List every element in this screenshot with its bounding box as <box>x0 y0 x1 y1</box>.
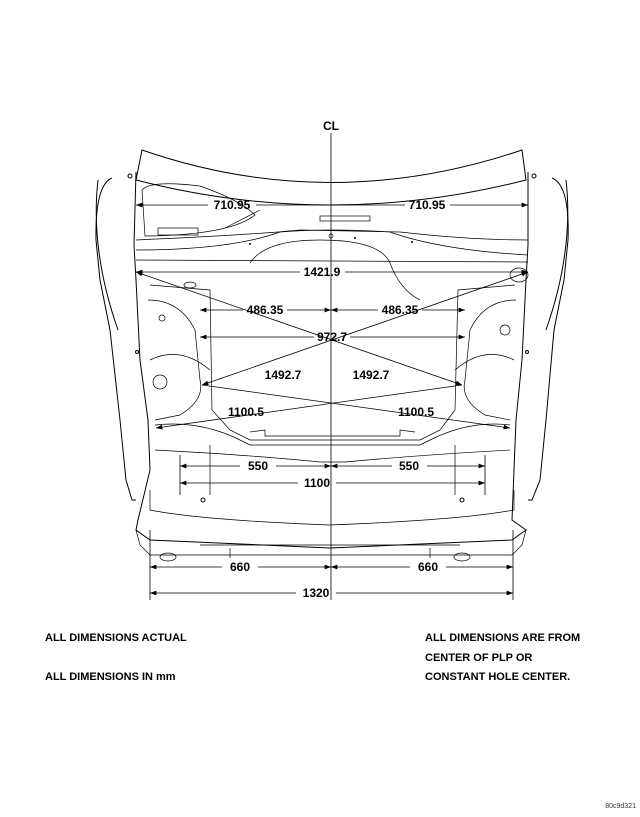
dim-rail-width: 972.7 <box>317 330 347 344</box>
dim-front-right: 660 <box>418 560 438 574</box>
dim-front-left: 660 <box>230 560 250 574</box>
dim-rail-left: 486.35 <box>247 303 284 317</box>
dim-lower-width: 1100 <box>304 476 330 490</box>
dim-diag-lower-left: 1100.5 <box>228 405 264 419</box>
vehicle-body-outline <box>95 149 569 562</box>
dim-lower-left: 550 <box>248 459 268 473</box>
dim-rail-right: 486.35 <box>382 303 419 317</box>
note-from-line-2: CENTER OF PLP OR <box>425 652 533 664</box>
note-dimensions-mm: ALL DIMENSIONS IN mm <box>45 671 176 683</box>
dim-diag-right: 1492.7 <box>353 368 390 382</box>
centerline-label: CL <box>323 119 339 133</box>
dim-lower-right: 550 <box>399 459 419 473</box>
dim-front-width: 1320 <box>303 586 330 600</box>
note-from-line-3: CONSTANT HOLE CENTER. <box>425 671 571 683</box>
dim-cowl-right: 710.95 <box>409 198 446 212</box>
dim-cowl-left: 710.95 <box>214 198 251 212</box>
figure-code: 80c9d321 <box>605 803 636 810</box>
dim-strut-width: 1421.9 <box>304 265 341 279</box>
dimension-lines <box>135 202 529 600</box>
dim-diag-lower-right: 1100.5 <box>398 405 434 419</box>
note-from-line-1: ALL DIMENSIONS ARE FROM <box>425 632 581 644</box>
dim-diag-left: 1492.7 <box>265 368 302 382</box>
note-dimensions-actual: ALL DIMENSIONS ACTUAL <box>45 632 187 644</box>
